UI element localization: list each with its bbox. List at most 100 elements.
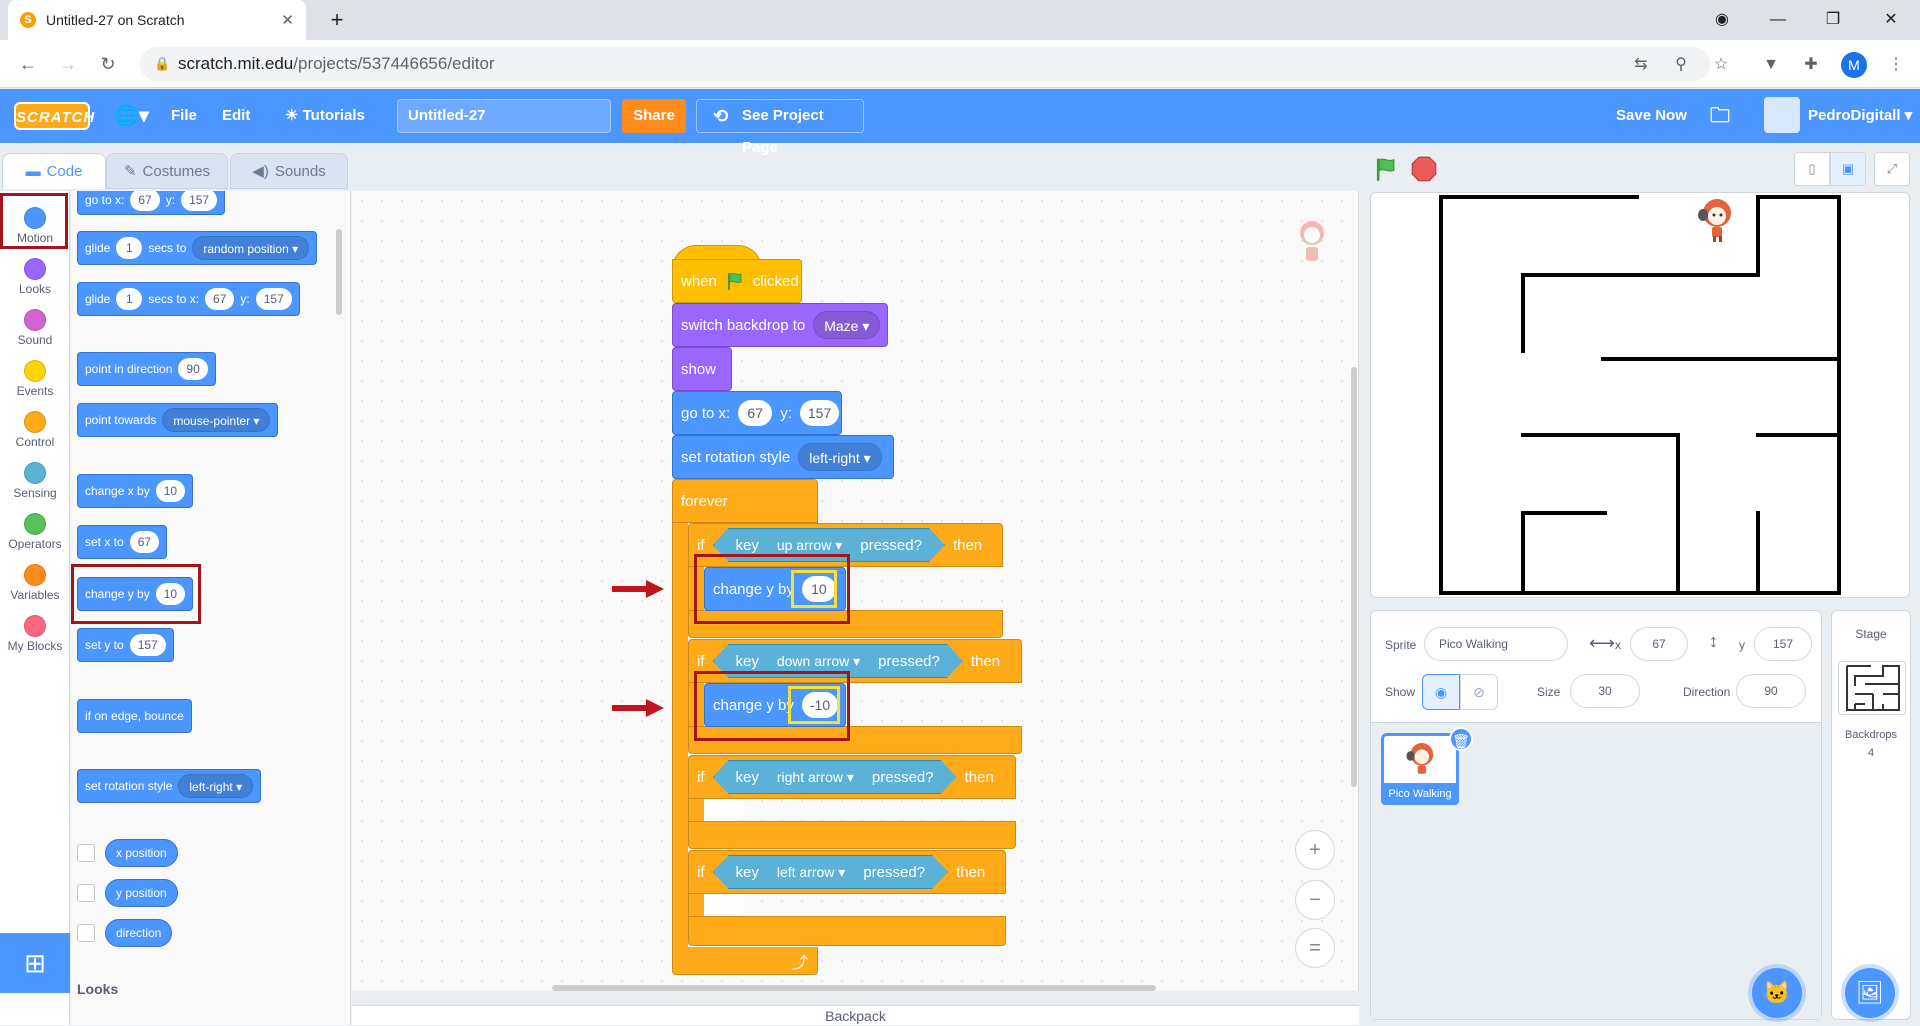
see-project-page-button[interactable]: ⟲See Project Page [696,99,864,156]
script-vertical-scrollbar[interactable] [1351,367,1357,787]
fullscreen-button[interactable]: ⤢ [1874,152,1910,186]
user-avatar[interactable] [1764,97,1800,133]
change-y-up-input[interactable]: 10 [801,576,836,602]
direction-input[interactable]: 90 [178,358,208,380]
save-now-button[interactable]: Save Now [1616,107,1687,124]
green-flag-icon[interactable] [1373,156,1399,182]
maximize-button[interactable]: ❐ [1825,11,1841,28]
sprite-y-input[interactable]: 157 [1754,627,1812,661]
category-events[interactable]: Events [0,352,70,402]
normal-stage-button[interactable]: ▣ [1830,152,1866,186]
secs-input[interactable]: 1 [116,237,143,259]
y-position-reporter[interactable]: y position [105,879,178,907]
translate-icon[interactable]: ⇆ [1634,56,1648,73]
script-horizontal-scrollbar[interactable] [552,985,1156,991]
bounce-block[interactable]: if on edge, bounce [77,699,192,733]
sprite-direction-input[interactable]: 90 [1736,674,1806,708]
change-y-down-block[interactable]: change y by-10 [704,683,846,727]
category-my-blocks[interactable]: My Blocks [0,607,70,657]
y-input[interactable]: 157 [255,288,292,310]
delete-sprite-icon[interactable]: 🗑 [1449,727,1473,751]
tutorials-button[interactable]: ☀ Tutorials [285,89,365,143]
my-stuff-folder-icon[interactable]: 🗀 [1710,105,1730,127]
point-towards-dropdown[interactable]: mouse-pointer ▾ [162,408,271,432]
sprite-size-input[interactable]: 30 [1570,674,1640,708]
x-input[interactable]: 67 [738,400,773,426]
key-dropdown[interactable]: left arrow ▾ [776,864,846,880]
url-field[interactable]: 🔒 scratch.mit.edu/projects/537446656/edi… [140,47,1710,81]
bookmark-star-icon[interactable]: ☆ [1713,56,1729,73]
choose-sprite-button[interactable]: 🐱 [1752,968,1802,1018]
choose-backdrop-button[interactable]: 🖼 [1845,968,1895,1018]
stop-sign-icon[interactable] [1411,156,1437,182]
x-position-reporter[interactable]: x position [105,839,178,867]
show-block[interactable]: show [672,347,732,391]
change-y-input[interactable]: 10 [155,583,186,605]
sprite-name-input[interactable]: Pico Walking [1424,627,1568,661]
pico-sprite[interactable] [1695,197,1737,243]
profile-avatar[interactable]: M [1841,52,1867,78]
username-menu[interactable]: PedroDigitall ▾ [1808,107,1913,124]
category-control[interactable]: Control [0,403,70,453]
show-hidden-button[interactable]: ⊘ [1460,674,1498,710]
rotation-dropdown[interactable]: left-right ▾ [798,443,882,471]
when-flag-clicked-block[interactable]: when clicked [672,259,802,303]
y-position-checkbox[interactable] [77,884,95,902]
close-window-button[interactable]: ✕ [1884,11,1898,28]
file-menu[interactable]: File [171,107,197,124]
x-input[interactable]: 67 [130,191,160,211]
category-motion[interactable]: Motion [0,199,70,249]
sprite-x-input[interactable]: 67 [1630,627,1688,661]
rotation-style-dropdown[interactable]: left-right ▾ [178,774,254,798]
tab-code[interactable]: ▬Code [2,153,106,189]
direction-reporter[interactable]: direction [105,919,173,947]
backdrop-dropdown[interactable]: Maze ▾ [813,311,881,339]
category-sensing[interactable]: Sensing [0,454,70,504]
key-dropdown[interactable]: up arrow ▾ [776,537,843,553]
set-y-input[interactable]: 157 [129,634,166,656]
zoom-icon[interactable]: ⚲ [1675,56,1687,73]
category-variables[interactable]: Variables [0,556,70,606]
back-icon[interactable]: ← [19,54,37,74]
add-extension-button[interactable]: ⊞ [0,933,70,993]
backdrop-thumbnail[interactable] [1838,661,1906,715]
category-looks[interactable]: Looks [0,250,70,300]
y-input[interactable]: 157 [181,191,218,211]
show-visible-button[interactable]: ◉ [1422,674,1460,710]
new-tab-button[interactable]: + [330,7,344,32]
glide-target-dropdown[interactable]: random position ▾ [192,236,310,260]
y-input[interactable]: 157 [799,400,840,426]
palette-scrollbar[interactable] [336,229,342,315]
forever-block[interactable]: forever [672,479,818,523]
set-x-input[interactable]: 67 [129,531,160,553]
backpack-bar[interactable]: Backpack [352,1005,1359,1025]
direction-checkbox[interactable] [77,924,95,942]
x-position-checkbox[interactable] [77,844,95,862]
zoom-reset-button[interactable]: = [1295,928,1335,968]
key-dropdown[interactable]: down arrow ▾ [776,653,861,669]
browser-menu-icon[interactable]: ⋮ [1888,56,1904,73]
minimize-button[interactable]: — [1770,11,1786,28]
forward-icon[interactable]: → [59,54,77,74]
reload-icon[interactable]: ↻ [100,54,116,74]
scratch-logo[interactable]: SCRATCH [14,102,94,130]
category-operators[interactable]: Operators [0,505,70,555]
puzzle-icon[interactable]: ✚ [1804,56,1818,73]
zoom-in-button[interactable]: + [1295,830,1335,870]
